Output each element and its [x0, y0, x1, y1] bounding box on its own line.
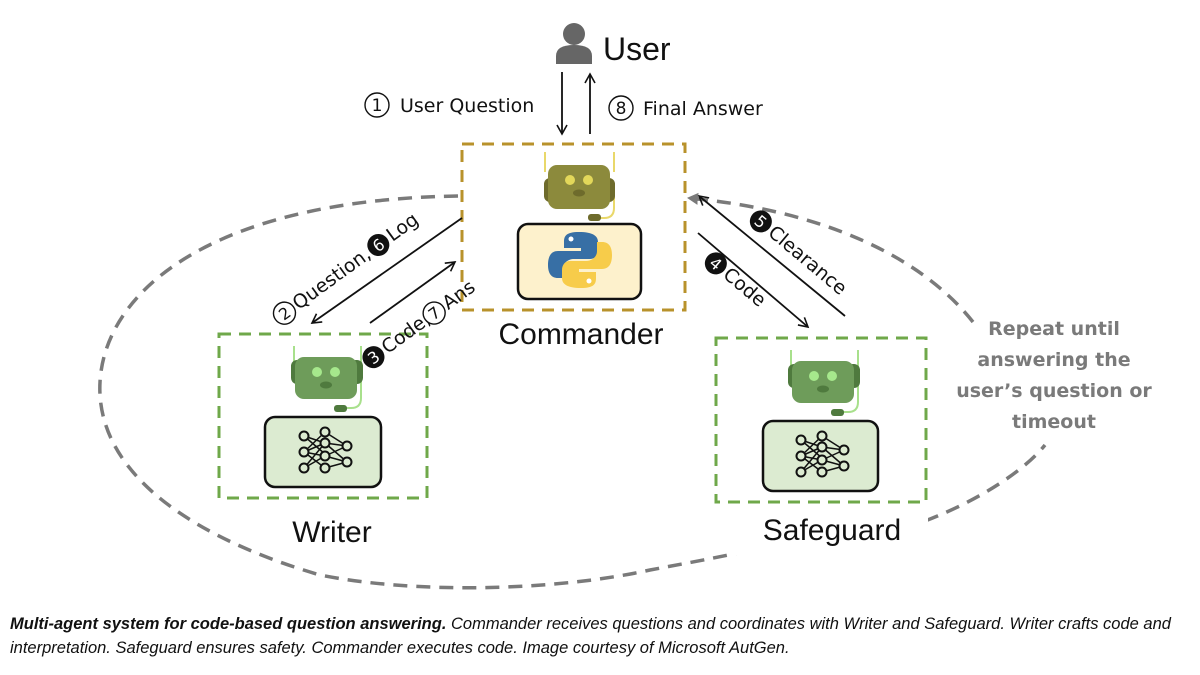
user-icon [556, 23, 592, 64]
repeat-loop-path [687, 192, 975, 324]
svg-text:Repeat until: Repeat until [988, 318, 1120, 340]
step6-badge [367, 233, 390, 256]
code-to-safeguard-arrow [697, 232, 810, 329]
safeguard-label: Safeguard [763, 514, 901, 547]
step2-6-label: 2 Question, 6 Log [272, 208, 423, 325]
safeguard-agent[interactable] [714, 336, 928, 504]
step4-label: 4 Code [704, 252, 770, 311]
svg-text:Question,: Question, [289, 243, 376, 314]
svg-text:Final Answer: Final Answer [643, 98, 763, 120]
writer-label: Writer [292, 516, 371, 549]
commander-agent[interactable] [460, 142, 687, 312]
caption-title: Multi-agent system for code-based questi… [10, 615, 447, 633]
step5-label: 5 Clearance [749, 210, 851, 300]
step1-label: 1 User Question [364, 92, 534, 118]
svg-text:answering the: answering the [977, 349, 1130, 371]
python-logo-icon [548, 232, 612, 288]
svg-text:timeout: timeout [1012, 411, 1096, 433]
step4-badge [704, 252, 727, 275]
step3-badge [362, 346, 385, 369]
svg-text:User Question: User Question [400, 95, 534, 117]
repeat-note: Repeat until answering the user’s questi… [956, 318, 1152, 433]
step2-badge [272, 301, 297, 325]
code-answer-arrow [369, 261, 457, 324]
caption-body: Commander receives questions and coordin… [10, 615, 1171, 657]
user-label: User [603, 31, 671, 67]
figure-caption: Multi-agent system for code-based questi… [10, 612, 1190, 660]
question-log-arrow [310, 217, 463, 324]
commander-label: Commander [498, 318, 663, 351]
svg-text:1: 1 [372, 96, 383, 116]
commander-robot-icon [544, 152, 615, 221]
writer-robot-icon [291, 346, 363, 412]
clearance-arrow [697, 194, 846, 317]
svg-text:user’s question or: user’s question or [956, 380, 1152, 402]
step7-badge [422, 301, 446, 325]
svg-text:Code: Code [719, 263, 770, 311]
step8-badge [608, 95, 634, 121]
step5-badge [749, 210, 772, 233]
step8-label: 8 Final Answer [608, 95, 763, 121]
step1-badge [364, 92, 390, 118]
safeguard-robot-icon [788, 350, 860, 416]
writer-agent[interactable] [217, 332, 429, 500]
svg-text:8: 8 [616, 99, 627, 119]
multi-agent-diagram: User 1 User Question 8 Final Answer [98, 23, 1152, 590]
svg-text:Log: Log [382, 208, 422, 246]
repeat-loop-path-left [98, 194, 776, 590]
repeat-loop-path-right [924, 443, 1047, 523]
